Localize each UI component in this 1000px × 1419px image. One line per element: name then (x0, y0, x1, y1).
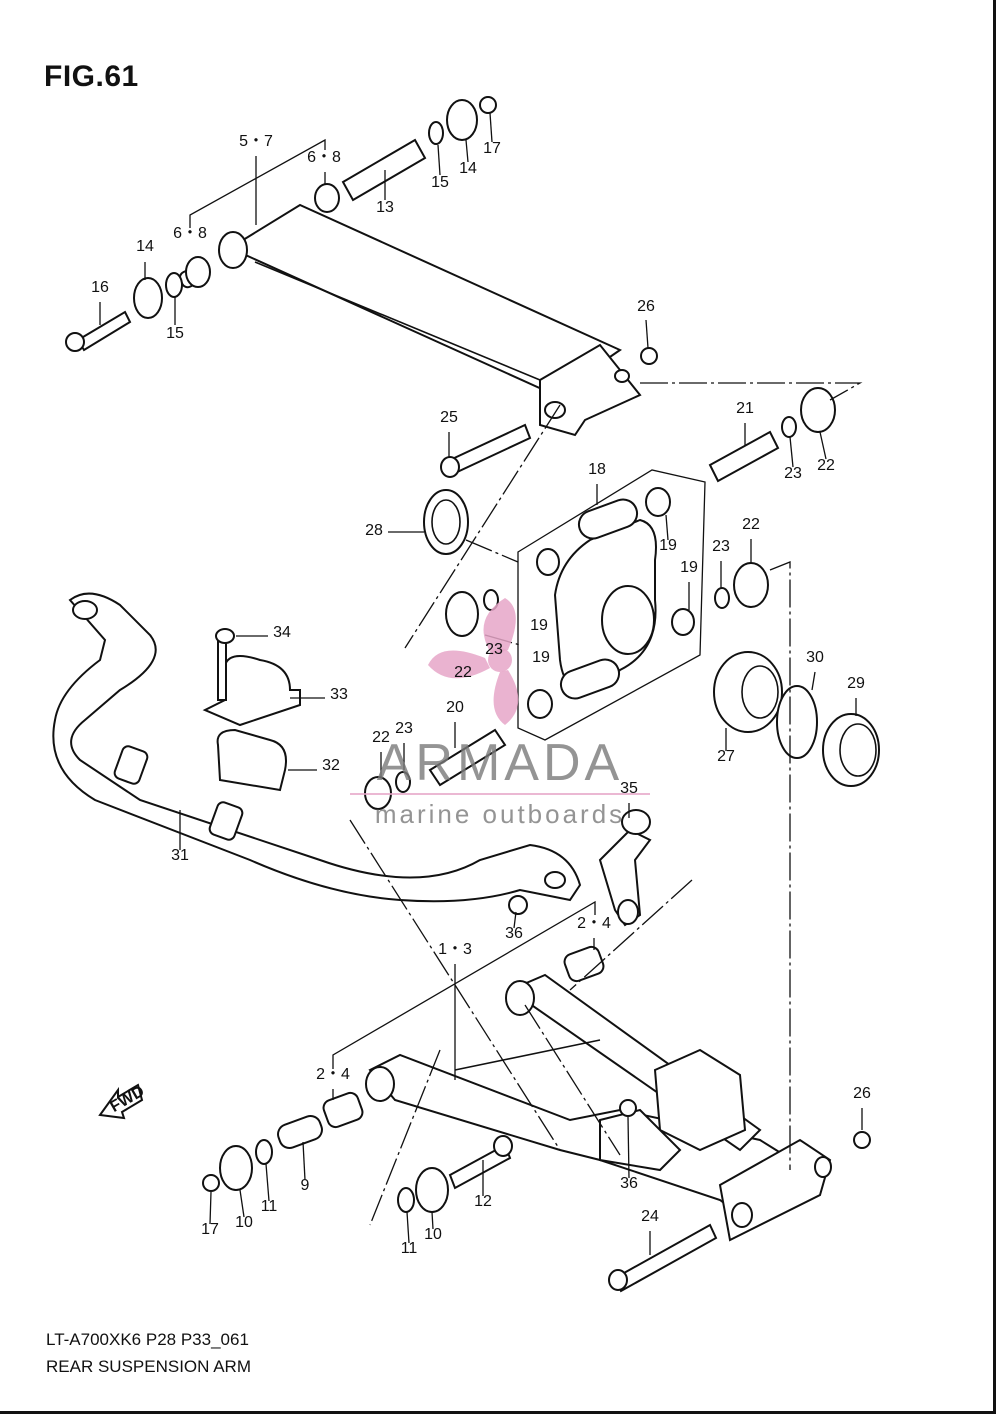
watermark: ARMADA marine outboards (350, 598, 650, 829)
figure-code: LT-A700XK6 P28 P33_061 (46, 1330, 249, 1349)
watermark-tagline: marine outboards (375, 799, 625, 829)
callout-label: 5・7 (239, 133, 273, 150)
part-callouts: 5・7 6・8 6・8 13 15 14 17 14 16 15 26 25 21 23 22 18 28 19 2… (91, 133, 871, 1257)
fwd-arrow-icon: FWD (98, 1083, 147, 1120)
callout-label: 13 (376, 199, 394, 216)
callout-label: 19 (530, 617, 548, 634)
callout-label: 27 (717, 748, 735, 765)
watermark-brand: ARMADA (377, 734, 623, 792)
callout-label: 33 (330, 686, 348, 703)
callout-label: 22 (742, 516, 760, 533)
stabilizer-link (508, 809, 652, 927)
figure-name: REAR SUSPENSION ARM (46, 1357, 251, 1376)
callout-label: 6・8 (307, 149, 341, 166)
callout-label: 29 (847, 675, 865, 692)
callout-label: 14 (136, 238, 154, 255)
callout-label: 35 (620, 780, 638, 797)
callout-label: 2・4 (577, 915, 611, 932)
callout-label: 25 (440, 409, 458, 426)
leader-lines (99, 112, 863, 1255)
callout-label: 23 (784, 465, 802, 482)
callout-label: 10 (424, 1226, 442, 1243)
callout-label: 18 (588, 461, 606, 478)
callout-label: 9 (301, 1177, 310, 1194)
upper-hardware (65, 96, 658, 365)
callout-label: 2・4 (316, 1066, 350, 1083)
callout-label: 19 (680, 559, 698, 576)
knuckle-hardware (364, 387, 880, 810)
callout-label: 19 (532, 649, 550, 666)
callout-label: 6・8 (173, 225, 207, 242)
figure-title: FIG.61 (44, 60, 139, 93)
callout-label: 14 (459, 160, 477, 177)
callout-label: 20 (446, 699, 464, 716)
lower-swing-arm (365, 973, 832, 1242)
callout-label: 15 (166, 325, 184, 342)
callout-label: 31 (171, 847, 189, 864)
callout-label: 19 (659, 537, 677, 554)
callout-label: 15 (431, 174, 449, 191)
callout-label: 22 (817, 457, 835, 474)
callout-label: 16 (91, 279, 109, 296)
fwd-arrow-label: FWD (107, 1083, 147, 1116)
lower-hardware (202, 945, 871, 1293)
propeller-logo-icon (428, 598, 519, 725)
callout-label: 22 (372, 729, 390, 746)
callout-label: 26 (637, 298, 655, 315)
callout-label: 23 (485, 641, 503, 658)
callout-label: 34 (273, 624, 291, 641)
callout-label: 17 (483, 140, 501, 157)
upper-arm-bracket (218, 203, 642, 437)
knuckle-housing (517, 469, 706, 741)
callout-label: 28 (365, 522, 383, 539)
alignment-lines (349, 382, 863, 1226)
callout-label: 10 (235, 1214, 253, 1231)
callout-label: 12 (474, 1193, 492, 1210)
stabilizer-bar (52, 592, 582, 903)
callout-label: 21 (736, 400, 754, 417)
callout-label: 30 (806, 649, 824, 666)
callout-label: 36 (505, 925, 523, 942)
callout-label: 23 (712, 538, 730, 555)
callout-label: 11 (261, 1198, 278, 1215)
callout-label: 24 (641, 1208, 659, 1225)
callout-label: 1・3 (438, 941, 472, 958)
callout-label: 32 (322, 757, 340, 774)
callout-label: 26 (853, 1085, 871, 1102)
callout-label: 17 (201, 1221, 219, 1238)
callout-label: 23 (395, 720, 413, 737)
callout-label: 11 (401, 1240, 418, 1257)
callout-label: 36 (620, 1175, 638, 1192)
stabilizer-bushing-bracket (202, 628, 301, 792)
callout-label: 22 (454, 664, 472, 681)
